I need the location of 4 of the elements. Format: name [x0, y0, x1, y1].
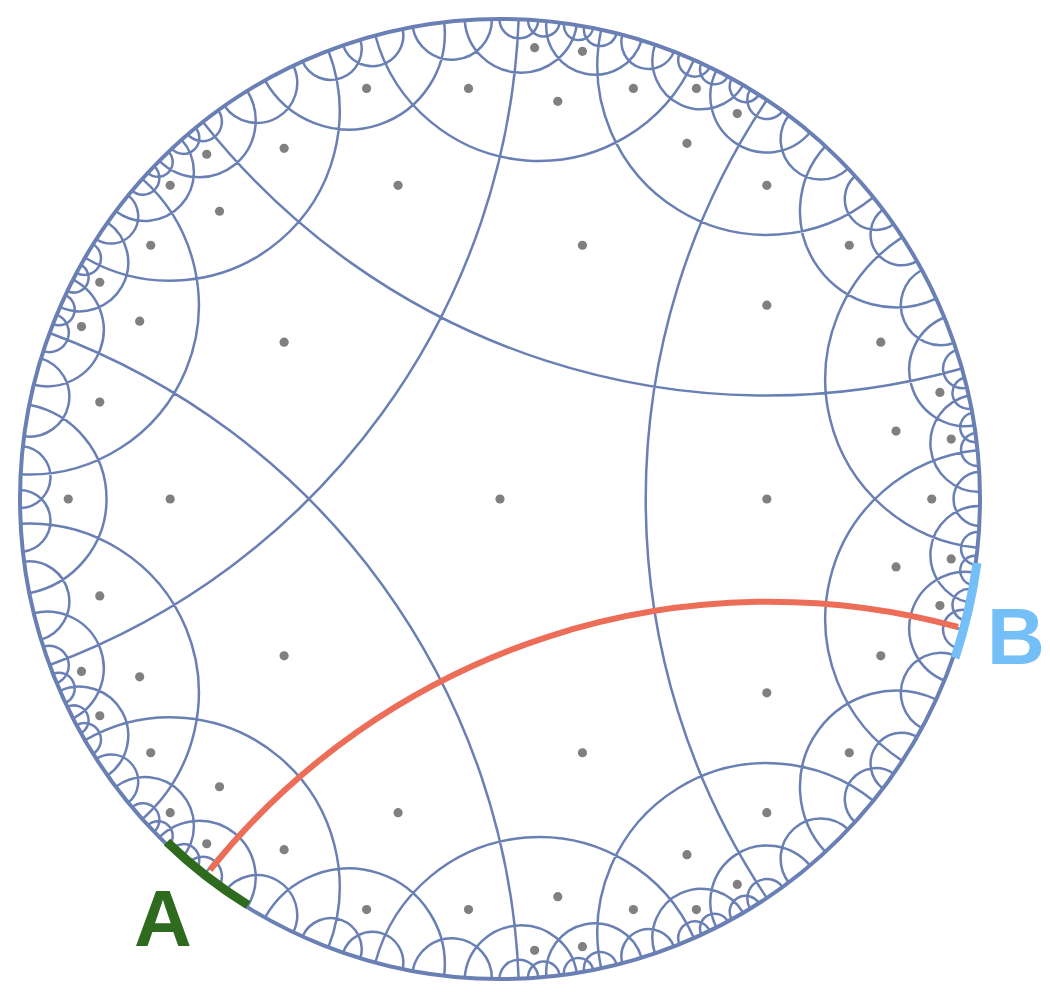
- boundary-arc: [950, 562, 982, 660]
- arc-label: B: [987, 597, 1045, 677]
- arc-label: A: [134, 879, 192, 959]
- geodesic-curve: [207, 598, 959, 873]
